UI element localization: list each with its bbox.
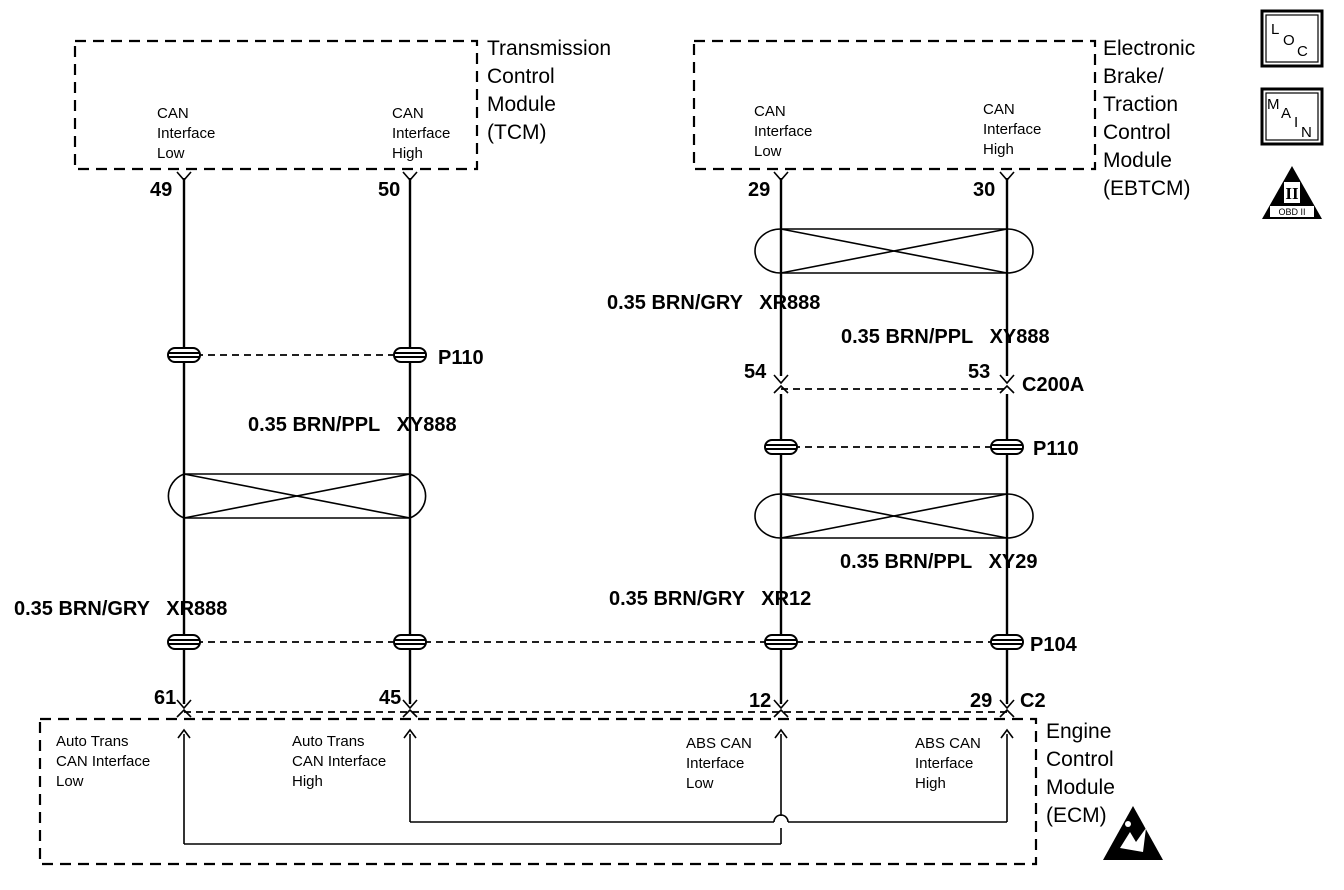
tcm-high-label-2: Interface bbox=[392, 125, 450, 142]
pin-ecm-2: 45 bbox=[379, 687, 401, 709]
ebtcm-title-2: Brake/ bbox=[1103, 65, 1164, 88]
wire-label-right-bot-brn-gry: 0.35 BRN/GRY XR12 bbox=[609, 588, 811, 610]
twisted-pair-right-bottom bbox=[754, 493, 1034, 539]
ecm-label4-2: Interface bbox=[915, 755, 973, 772]
pin-c200a-right: 53 bbox=[968, 361, 990, 383]
pin-chevrons bbox=[176, 171, 1015, 718]
tcm-low-label-2: Interface bbox=[157, 125, 215, 142]
ecm-title-1: Engine bbox=[1046, 720, 1111, 743]
tcm-title-1: Transmission bbox=[487, 37, 611, 60]
wire-label-right-top-brn-gry: 0.35 BRN/GRY XR888 bbox=[607, 292, 820, 314]
ecm-label1-2: CAN Interface bbox=[56, 753, 150, 770]
ebtcm-high-label-1: CAN bbox=[983, 101, 1015, 118]
ecm-title-4: (ECM) bbox=[1046, 804, 1107, 827]
ebtcm-low-label-3: Low bbox=[754, 143, 782, 160]
connector-p104-label: P104 bbox=[1030, 634, 1078, 656]
wire-label-right-bot-brn-ppl: 0.35 BRN/PPL XY29 bbox=[840, 551, 1038, 573]
pin-ecm-3: 12 bbox=[749, 690, 771, 712]
ebtcm-box bbox=[692, 39, 1097, 171]
splice-symbols bbox=[167, 347, 1024, 650]
ecm-label4-3: High bbox=[915, 775, 946, 792]
main-letter-n: N bbox=[1301, 124, 1312, 141]
ecm-label4-1: ABS CAN bbox=[915, 735, 981, 752]
tcm-box bbox=[73, 39, 479, 171]
tcm-low-label-3: Low bbox=[157, 145, 185, 162]
ecm-box bbox=[38, 717, 1038, 866]
ebtcm-low-label-2: Interface bbox=[754, 123, 812, 140]
ecm-label3-1: ABS CAN bbox=[686, 735, 752, 752]
tcm-title-3: Module bbox=[487, 93, 556, 116]
loc-letter-c: C bbox=[1297, 43, 1308, 60]
pin-tcm-low: 49 bbox=[150, 179, 172, 201]
ebtcm-title-4: Control bbox=[1103, 121, 1171, 144]
ebtcm-title-1: Electronic bbox=[1103, 37, 1195, 60]
pin-ecm-4: 29 bbox=[970, 690, 992, 712]
pin-ebtcm-low: 29 bbox=[748, 179, 770, 201]
ebtcm-high-label-2: Interface bbox=[983, 121, 1041, 138]
main-letter-a: A bbox=[1281, 105, 1291, 122]
ecm-label2-1: Auto Trans bbox=[292, 733, 365, 750]
twisted-pair-left bbox=[167, 473, 427, 519]
pin-tcm-high: 50 bbox=[378, 179, 400, 201]
ecm-title-3: Module bbox=[1046, 776, 1115, 799]
twisted-pair-right-top bbox=[754, 228, 1034, 274]
wire-label-right-top-brn-ppl: 0.35 BRN/PPL XY888 bbox=[841, 326, 1050, 348]
pin-ecm-1: 61 bbox=[154, 687, 176, 709]
loc-letter-o: O bbox=[1283, 32, 1295, 49]
ebtcm-high-label-3: High bbox=[983, 141, 1014, 158]
main-letter-m: M bbox=[1267, 96, 1280, 113]
ecm-label3-2: Interface bbox=[686, 755, 744, 772]
ecm-title-2: Control bbox=[1046, 748, 1114, 771]
esd-warning-icon bbox=[1103, 806, 1163, 860]
main-letter-i: I bbox=[1294, 114, 1298, 131]
obd-numeral: II bbox=[1285, 184, 1299, 203]
wire-label-left-brn-ppl: 0.35 BRN/PPL XY888 bbox=[248, 414, 457, 436]
connector-c200a-label: C200A bbox=[1022, 374, 1084, 396]
tcm-high-label-3: High bbox=[392, 145, 423, 162]
ebtcm-title-6: (EBTCM) bbox=[1103, 177, 1191, 200]
ecm-label3-3: Low bbox=[686, 775, 714, 792]
tcm-title-4: (TCM) bbox=[487, 121, 546, 144]
ecm-label2-2: CAN Interface bbox=[292, 753, 386, 770]
ecm-label1-3: Low bbox=[56, 773, 84, 790]
ebtcm-title-3: Traction bbox=[1103, 93, 1178, 116]
tcm-title-2: Control bbox=[487, 65, 555, 88]
loc-letter-l: L bbox=[1271, 21, 1279, 38]
loc-icon[interactable]: L O C bbox=[1260, 9, 1324, 68]
pin-ebtcm-high: 30 bbox=[973, 179, 995, 201]
obd-text: OBD II bbox=[1278, 207, 1305, 217]
connector-c2-label: C2 bbox=[1020, 690, 1046, 712]
ecm-label2-3: High bbox=[292, 773, 323, 790]
connector-p110-left-label: P110 bbox=[438, 347, 484, 369]
connector-p110-right-label: P110 bbox=[1033, 438, 1079, 460]
obd-ii-icon[interactable]: II OBD II bbox=[1262, 166, 1322, 219]
tcm-low-label-1: CAN bbox=[157, 105, 189, 122]
ecm-internal-routing bbox=[177, 728, 1014, 845]
ebtcm-title-5: Module bbox=[1103, 149, 1172, 172]
main-icon[interactable]: M A I N bbox=[1260, 87, 1324, 146]
wire-label-left-brn-gry: 0.35 BRN/GRY XR888 bbox=[14, 598, 227, 620]
ebtcm-low-label-1: CAN bbox=[754, 103, 786, 120]
ecm-label1-1: Auto Trans bbox=[56, 733, 129, 750]
tcm-high-label-1: CAN bbox=[392, 105, 424, 122]
pin-c200a-left: 54 bbox=[744, 361, 767, 383]
